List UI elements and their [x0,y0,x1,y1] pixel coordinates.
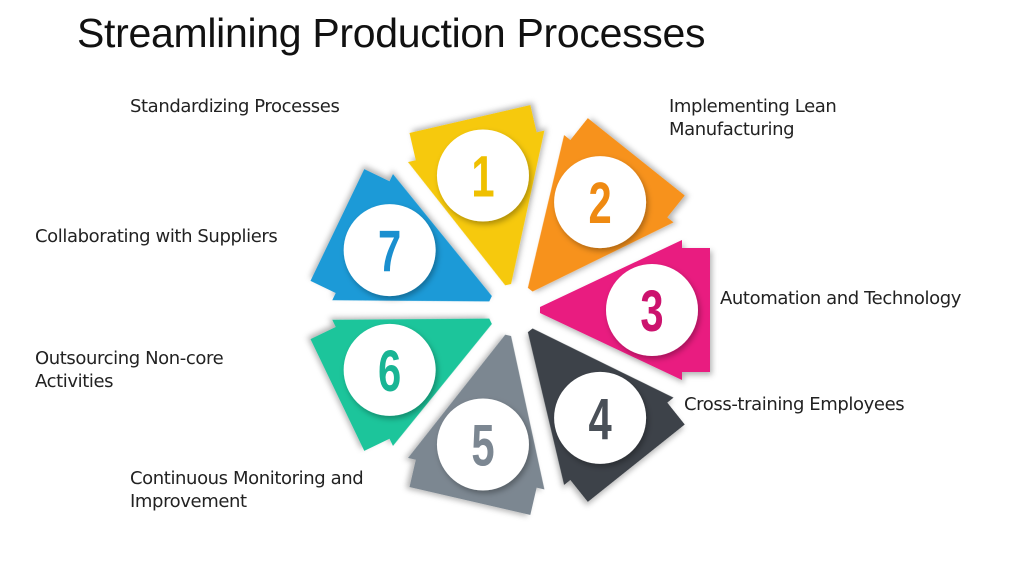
step-6-label: Outsourcing Non-core Activities [35,348,224,392]
step-1-number: 1 [471,144,494,209]
step-4-circle [554,371,647,464]
step-2-number: 2 [588,170,611,235]
page-title: Streamlining Production Processes [77,10,706,56]
step-5-label: Continuous Monitoring and Improvement [130,468,364,512]
step-1-label: Standardizing Processes [130,96,340,117]
step-4-number: 4 [588,386,611,451]
step-2-circle [554,156,647,249]
step-5-circle [436,398,529,491]
step-2-label: Implementing Lean Manufacturing [669,96,837,140]
step-1-circle [436,129,529,222]
step-3-circle [606,264,698,356]
step-7-number: 7 [378,218,401,283]
step-3-number: 3 [640,278,663,343]
step-5-number: 5 [471,413,494,478]
step-7-label: Collaborating with Suppliers [35,226,278,247]
step-3-label: Automation and Technology [720,288,961,309]
step-6-number: 6 [378,338,401,403]
step-6-circle [343,323,436,416]
step-7-circle [343,204,436,297]
step-4-label: Cross-training Employees [684,394,905,415]
